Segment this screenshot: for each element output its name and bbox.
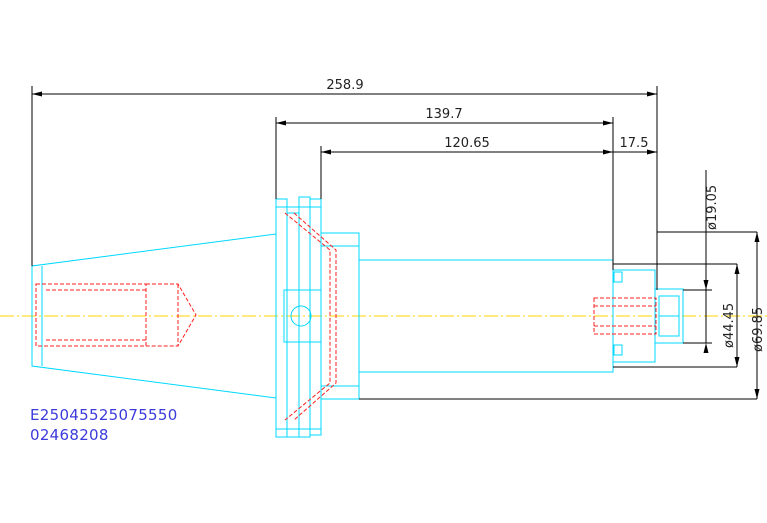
dimension-lines [31,86,758,400]
flange-left [275,198,288,438]
arrowheads [32,91,760,399]
part-number: 02468208 [30,426,109,444]
screw-head [654,288,684,344]
drive-hole [290,305,312,327]
dim-dia-small: ø19.05 [705,185,720,230]
dim-dia-mid: ø44.45 [722,303,737,348]
screw-bore [593,297,657,335]
dim-body-length: 120.65 [444,136,490,151]
hidden-lines [35,212,657,421]
part-outline [31,196,684,438]
dim-dia-large: ø69.85 [751,307,766,352]
dim-overall-length: 258.9 [326,78,363,93]
dim-nose-length: 17.5 [620,136,649,151]
part-code: E25045525075550 [30,406,178,424]
internal-thread [35,283,147,347]
dim-flange-to-end: 139.7 [425,107,462,122]
taper-shank [31,233,277,399]
